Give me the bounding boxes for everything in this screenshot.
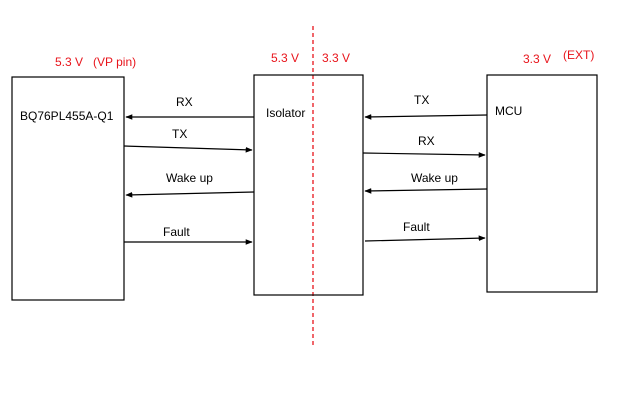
- voltage-right-note: (EXT): [563, 48, 594, 62]
- voltage-left: 5.3 V: [55, 55, 83, 69]
- rx-right-arrow: [362, 152, 486, 158]
- wake-left-arrow: [125, 191, 255, 198]
- fault-right-label: Fault: [403, 220, 430, 234]
- tx-left-label: TX: [172, 127, 187, 141]
- isolator-block: [253, 74, 364, 296]
- isolator-label: Isolator: [266, 106, 305, 120]
- mcu-label: MCU: [495, 104, 522, 118]
- tx-right-arrow: [364, 114, 488, 120]
- bq-label: BQ76PL455A-Q1: [20, 109, 114, 123]
- tx-right-label: TX: [414, 93, 429, 107]
- fault-right-arrow: [364, 235, 486, 242]
- wake-right-label: Wake up: [411, 171, 458, 185]
- rx-right-label: RX: [418, 134, 435, 148]
- voltage-left-note: (VP pin): [93, 55, 136, 69]
- voltage-isolator-left: 5.3 V: [271, 51, 299, 65]
- bq76pl455a-block: [11, 76, 125, 301]
- wake-left-label: Wake up: [166, 171, 213, 185]
- wake-right-arrow: [364, 188, 488, 194]
- voltage-right: 3.3 V: [523, 52, 551, 66]
- fault-left-label: Fault: [163, 225, 190, 239]
- mcu-block: [486, 74, 598, 293]
- voltage-isolator-right: 3.3 V: [322, 51, 350, 65]
- rx-left-label: RX: [176, 95, 193, 109]
- tx-left-arrow: [123, 145, 253, 153]
